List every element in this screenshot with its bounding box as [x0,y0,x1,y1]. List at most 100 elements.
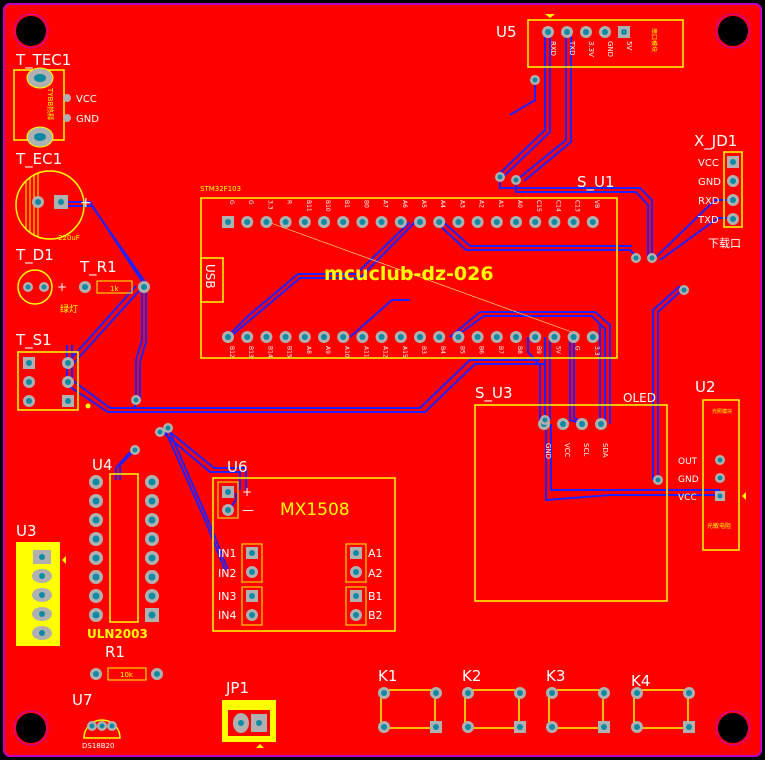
button-k2-label: K2 [462,667,481,685]
u2-pin-label: VCC [678,493,697,503]
su1-top-pin-label: A0 [516,200,523,208]
u4-pad [145,551,159,565]
su1-bottom-pad [356,331,369,343]
r1-value: 10k [120,671,134,679]
su1-bottom-pad [490,331,503,343]
su1-top-pad [548,216,561,228]
su1-bottom-pad [567,331,580,343]
su1-bottom-pin-label: A9 [324,346,331,354]
su1-top-pad [375,216,388,228]
u4-pad [145,513,159,527]
u6-pad [246,566,258,578]
button-pad [462,687,474,699]
button-pad [631,721,643,733]
u3-label: U3 [16,522,37,540]
u3-pad [32,588,52,602]
u2-pad [715,491,725,501]
stm-label: STM32F103 [200,185,241,193]
u3-pad [32,626,52,640]
mounting-holes [13,13,751,746]
button-k4[interactable]: K4 [631,672,695,733]
x-jd1-pad [727,156,739,168]
u3-pad [32,607,52,621]
su1-bottom-pin-label: B3 [420,346,427,354]
u7-component: U7 DS18B20 [72,691,121,750]
su1-top-pin-label: A7 [382,200,389,208]
u4-pad [145,589,159,603]
su1-top-pad [298,216,311,228]
su1-bottom-pad [529,331,542,343]
t-ec1-label: T_EC1 [15,150,62,169]
su1-bottom-pad [260,331,273,343]
su1-bottom-pad [279,331,292,343]
oled-pin-label: SCL [582,443,590,456]
su1-top-pin-label: R [286,200,293,204]
b2-label: B2 [368,609,383,622]
su1-top-pad [567,216,580,228]
t-s1-component: T_S1 [15,331,91,411]
x-jd1-pin-label: TXD [697,215,719,226]
x-jd1-pad [727,213,739,225]
su1-bottom-pin-label: B12 [228,346,235,358]
u5-pad [561,26,573,38]
su1-bottom-pin-label: B13 [247,346,254,358]
u4-component: U4 ULN2003 [87,456,159,641]
su1-bottom-pad [586,331,599,343]
button-pad [378,721,390,733]
t-ec1-component: T_EC1 + 220uF [15,150,92,242]
u2-label: U2 [695,378,716,396]
u2-side-text: 光敏电阻 [707,522,731,530]
button-pad [378,687,390,699]
t-s1-label: T_S1 [15,331,52,350]
s-u3-label: S_U3 [475,384,513,403]
su1-bottom-pad [318,331,330,343]
jp1-label: JP1 [225,679,249,697]
button-k3[interactable]: K3 [546,667,610,733]
oled-label: OLED [623,391,656,405]
u4-pad [89,570,103,584]
u7-value: DS18B20 [82,742,114,750]
r1-label: R1 [105,643,125,661]
oled-pad [595,418,607,430]
su1-top-pin-label: A2 [478,200,485,208]
u6-pad [350,566,362,578]
su1-top-pin-label: B10 [324,200,331,212]
su1-top-pad [510,216,522,228]
t-r1-component: T_R1 1k [79,258,150,294]
t-d1-label: T_D1 [15,246,54,265]
u6-pad [350,609,362,621]
u5-pad [542,26,554,38]
button-k2[interactable]: K2 [462,667,526,733]
su1-bottom-pin-label: A15 [401,346,408,358]
su1-top-pad [337,216,350,228]
su1-bottom-pad [548,331,561,343]
su1-top-pad [279,216,292,228]
u6-plus: + [242,485,252,499]
button-k1[interactable]: K1 [378,667,442,733]
su1-bottom-pad [414,331,426,343]
su1-top-pin-label: A5 [420,200,427,208]
su1-bottom-pin-label: B15 [286,346,293,358]
su1-top-pin-label: VB [593,200,600,208]
u5-pad [580,26,592,38]
su1-top-pin-label: A3 [458,200,465,208]
led-plus: + [57,280,67,294]
u4-pad [89,475,103,489]
x-jd1-pad [727,194,739,206]
su1-bottom-pin-label: B6 [478,346,485,354]
su1-bottom-pad [375,331,388,343]
u7-label: U7 [72,691,93,709]
u5-pad [599,26,611,38]
button-pad [514,721,526,733]
x-jd1-note: 下载口 [708,237,741,250]
su1-bottom-pin-label: B8 [516,346,523,354]
cap-plus: + [80,195,92,211]
oled-pad [576,418,588,430]
su1-top-pin-label: A1 [497,200,504,208]
button-k1-label: K1 [378,667,397,685]
su1-bottom-pad [433,331,446,343]
